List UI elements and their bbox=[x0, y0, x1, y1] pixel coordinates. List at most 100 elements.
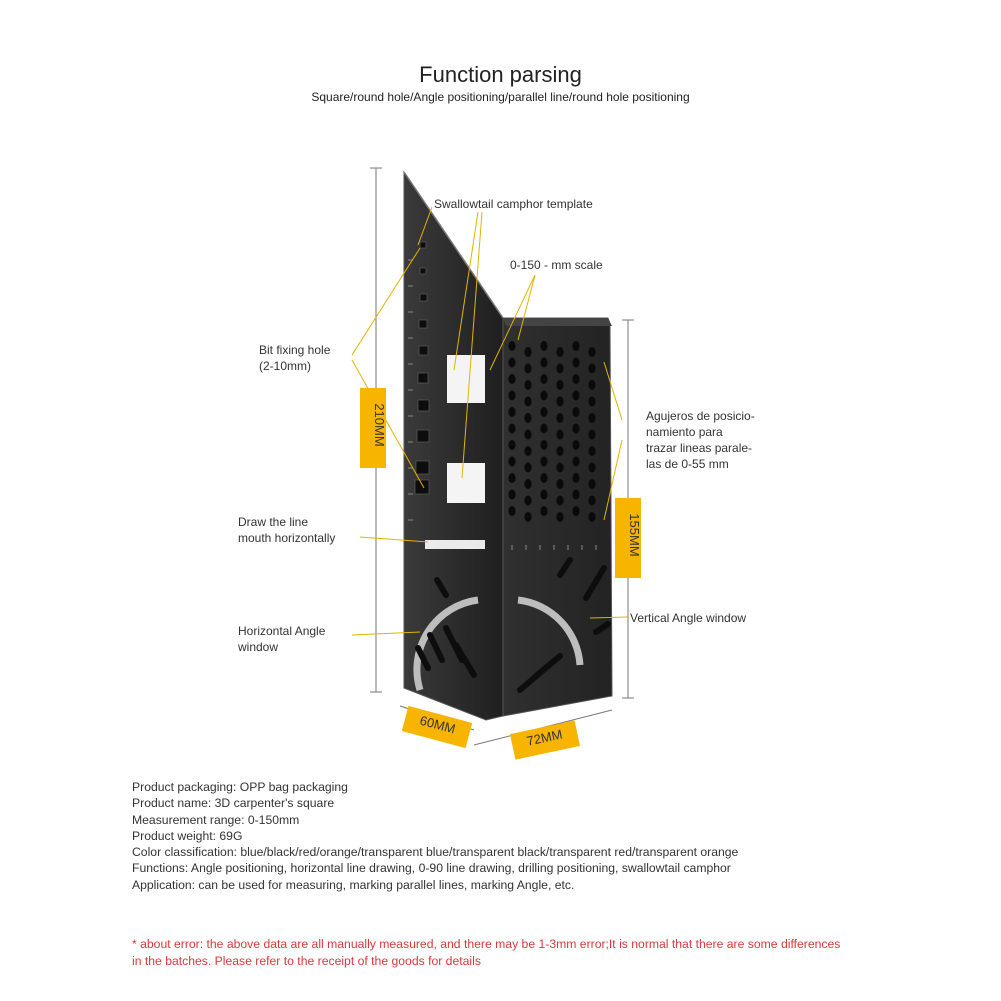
dimension-label-210: 210MM bbox=[360, 388, 387, 468]
dimension-text-210: 210MM bbox=[372, 403, 387, 447]
positioning-hole bbox=[556, 446, 564, 456]
product-specs: Product packaging: OPP bag packaging Pro… bbox=[132, 779, 852, 893]
spec-line: Product weight: 69G bbox=[132, 828, 243, 843]
spec-line: Color classification: blue/black/red/ora… bbox=[132, 845, 739, 860]
positioning-hole bbox=[508, 390, 516, 401]
positioning-hole bbox=[556, 413, 564, 423]
window-opening bbox=[447, 355, 485, 403]
spec-line: Product name: 3D carpenter's square bbox=[132, 796, 335, 811]
positioning-hole bbox=[588, 347, 596, 357]
positioning-hole bbox=[588, 380, 596, 390]
positioning-hole bbox=[508, 456, 516, 467]
positioning-hole bbox=[556, 396, 564, 407]
positioning-hole bbox=[572, 506, 580, 516]
positioning-hole bbox=[540, 489, 548, 500]
callout-vertical-angle: Vertical Angle window bbox=[630, 611, 747, 625]
positioning-hole bbox=[540, 423, 548, 434]
positioning-hole bbox=[588, 396, 596, 407]
positioning-hole bbox=[572, 341, 580, 351]
positioning-hole bbox=[508, 473, 516, 483]
positioning-hole bbox=[524, 347, 532, 357]
left-angle-slots bbox=[415, 577, 477, 678]
positioning-hole bbox=[524, 429, 532, 440]
positioning-hole bbox=[524, 462, 532, 473]
positioning-hole bbox=[588, 512, 596, 522]
positioning-hole bbox=[572, 390, 580, 401]
positioning-hole bbox=[588, 462, 596, 473]
window-opening bbox=[447, 463, 485, 503]
positioning-hole bbox=[524, 413, 532, 423]
positioning-hole bbox=[540, 506, 548, 516]
positioning-hole bbox=[572, 357, 580, 368]
positioning-hole bbox=[572, 489, 580, 500]
right-angle-slots bbox=[517, 557, 611, 693]
positioning-hole bbox=[572, 440, 580, 450]
positioning-hole bbox=[508, 374, 516, 384]
positioning-hole bbox=[556, 479, 564, 489]
positioning-hole bbox=[508, 489, 516, 500]
bit-holes bbox=[414, 241, 430, 495]
spec-line: Functions: Angle positioning, horizontal… bbox=[132, 861, 731, 876]
line-mouth-slot bbox=[425, 540, 485, 549]
positioning-hole bbox=[572, 423, 580, 434]
positioning-hole bbox=[572, 407, 580, 417]
positioning-hole bbox=[556, 495, 564, 506]
positioning-hole bbox=[540, 341, 548, 351]
positioning-hole bbox=[524, 512, 532, 522]
callout-leaders bbox=[351, 206, 629, 636]
positioning-holes bbox=[508, 341, 596, 522]
positioning-hole bbox=[540, 456, 548, 467]
positioning-hole bbox=[508, 423, 516, 434]
positioning-hole bbox=[572, 473, 580, 483]
spec-line: Product packaging: OPP bag packaging bbox=[132, 780, 348, 794]
positioning-hole bbox=[524, 479, 532, 489]
positioning-hole bbox=[524, 446, 532, 456]
positioning-hole bbox=[572, 374, 580, 384]
dimension-label-155: 155MM bbox=[615, 498, 642, 578]
positioning-hole bbox=[556, 512, 564, 522]
page-title: Function parsing bbox=[419, 62, 582, 87]
positioning-hole bbox=[540, 440, 548, 450]
dimension-text-155: 155MM bbox=[627, 513, 642, 557]
callout-swallowtail: Swallowtail camphor template bbox=[434, 197, 593, 211]
left-scale-ticks bbox=[408, 259, 413, 521]
positioning-hole bbox=[540, 407, 548, 417]
vertical-angle-arc bbox=[517, 596, 584, 666]
page-subtitle: Square/round hole/Angle positioning/para… bbox=[311, 90, 690, 104]
positioning-hole bbox=[524, 380, 532, 390]
positioning-hole bbox=[540, 473, 548, 483]
positioning-hole bbox=[524, 495, 532, 506]
right-scale-ticks bbox=[511, 545, 597, 550]
positioning-hole bbox=[556, 462, 564, 473]
positioning-hole bbox=[588, 495, 596, 506]
positioning-hole bbox=[588, 446, 596, 456]
callout-bit-hole: Bit fixing hole (2-10mm) bbox=[259, 343, 331, 373]
positioning-hole bbox=[508, 506, 516, 516]
positioning-hole bbox=[508, 357, 516, 368]
positioning-hole bbox=[508, 407, 516, 417]
spec-line: Measurement range: 0-150mm bbox=[132, 812, 300, 827]
callout-agujeros: Agujeros de posicio- namiento para traza… bbox=[646, 409, 755, 471]
positioning-hole bbox=[556, 429, 564, 440]
positioning-hole bbox=[524, 396, 532, 407]
positioning-hole bbox=[556, 363, 564, 374]
callout-draw-line: Draw the line mouth horizontally bbox=[238, 515, 336, 545]
horizontal-angle-arc bbox=[413, 596, 479, 692]
spec-line: Application: can be used for measuring, … bbox=[132, 877, 575, 892]
positioning-hole bbox=[508, 440, 516, 450]
positioning-hole bbox=[540, 357, 548, 368]
positioning-hole bbox=[556, 347, 564, 357]
positioning-hole bbox=[508, 341, 516, 351]
error-note: * about error: the above data are all ma… bbox=[132, 937, 841, 968]
positioning-hole bbox=[572, 456, 580, 467]
positioning-hole bbox=[556, 380, 564, 390]
callout-scale: 0-150 - mm scale bbox=[510, 258, 603, 272]
tool-right-top bbox=[503, 318, 612, 326]
positioning-hole bbox=[588, 479, 596, 489]
positioning-hole bbox=[540, 390, 548, 401]
positioning-hole bbox=[540, 374, 548, 384]
positioning-hole bbox=[524, 363, 532, 374]
callout-horizontal-angle: Horizontal Angle window bbox=[238, 624, 326, 654]
swallowtail-edge bbox=[403, 171, 504, 319]
